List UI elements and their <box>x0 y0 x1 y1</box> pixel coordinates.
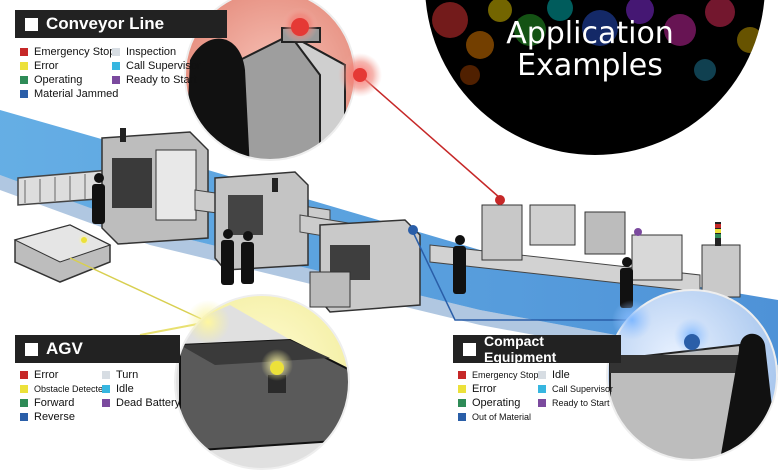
legend-swatch <box>102 399 110 407</box>
agv-legend: Error Obstacle Detected Forward Reverse … <box>20 368 190 428</box>
application-title-line2: Examples <box>517 48 663 83</box>
legend-swatch <box>102 385 110 393</box>
legend-swatch <box>458 413 466 421</box>
conveyor-title-text: Conveyor Line <box>46 14 165 33</box>
legend-item-emergency-stop: Emergency Stop <box>458 368 539 382</box>
legend-item-material-jammed: Material Jammed <box>20 87 118 101</box>
legend-item-reverse: Reverse <box>20 410 108 424</box>
application-examples-title: Application Examples <box>495 18 685 82</box>
agv-title-text: AGV <box>46 339 83 358</box>
legend-swatch <box>20 90 28 98</box>
legend-swatch <box>20 413 28 421</box>
legend-item-ready-to-start: Ready to Start <box>112 73 201 87</box>
legend-item-inspection: Inspection <box>112 45 201 59</box>
legend-item-error: Error <box>458 382 539 396</box>
legend-item-idle: Idle <box>102 382 180 396</box>
legend-swatch <box>112 76 120 84</box>
legend-item-turn: Turn <box>102 368 180 382</box>
legend-swatch <box>20 385 28 393</box>
legend-item-ready-to-start: Ready to Start <box>538 396 613 410</box>
legend-item-operating: Operating <box>20 73 118 87</box>
legend-swatch <box>20 399 28 407</box>
legend-item-emergency-stop: Emergency Stop <box>20 45 118 59</box>
legend-item-error: Error <box>20 59 118 73</box>
legend-swatch <box>458 371 466 379</box>
conveyor-line-title: Conveyor Line <box>15 10 227 38</box>
legend-swatch <box>112 62 120 70</box>
legend-swatch <box>538 399 546 407</box>
legend-swatch <box>538 371 546 379</box>
legend-item-obstacle-detected: Obstacle Detected <box>20 382 108 396</box>
legend-item-call-supervisor: Call Supervisor <box>538 382 613 396</box>
agv-title: AGV <box>15 335 180 363</box>
legend-swatch <box>112 48 120 56</box>
legend-swatch <box>20 76 28 84</box>
legend-swatch <box>458 385 466 393</box>
compact-equipment-title: Compact Equipment <box>453 333 621 365</box>
legend-item-dead-battery: Dead Battery <box>102 396 180 410</box>
legend-swatch <box>458 399 466 407</box>
legend-item-operating: Operating <box>458 396 539 410</box>
conveyor-legend: Emergency Stop Error Operating Material … <box>20 45 220 105</box>
legend-item-call-supervisor: Call Supervisor <box>112 59 201 73</box>
legend-item-error: Error <box>20 368 108 382</box>
square-icon <box>25 342 38 356</box>
legend-swatch <box>20 371 28 379</box>
legend-swatch <box>538 385 546 393</box>
legend-item-forward: Forward <box>20 396 108 410</box>
square-icon <box>463 342 476 356</box>
compact-title-text: Compact Equipment <box>484 333 557 365</box>
legend-swatch <box>102 371 110 379</box>
square-icon <box>25 17 38 31</box>
legend-item-idle: Idle <box>538 368 613 382</box>
legend-item-out-of-material: Out of Material <box>458 410 539 424</box>
compact-legend: Emergency Stop Error Operating Out of Ma… <box>458 368 618 428</box>
legend-swatch <box>20 48 28 56</box>
legend-swatch <box>20 62 28 70</box>
application-title-line1: Application <box>506 16 674 51</box>
